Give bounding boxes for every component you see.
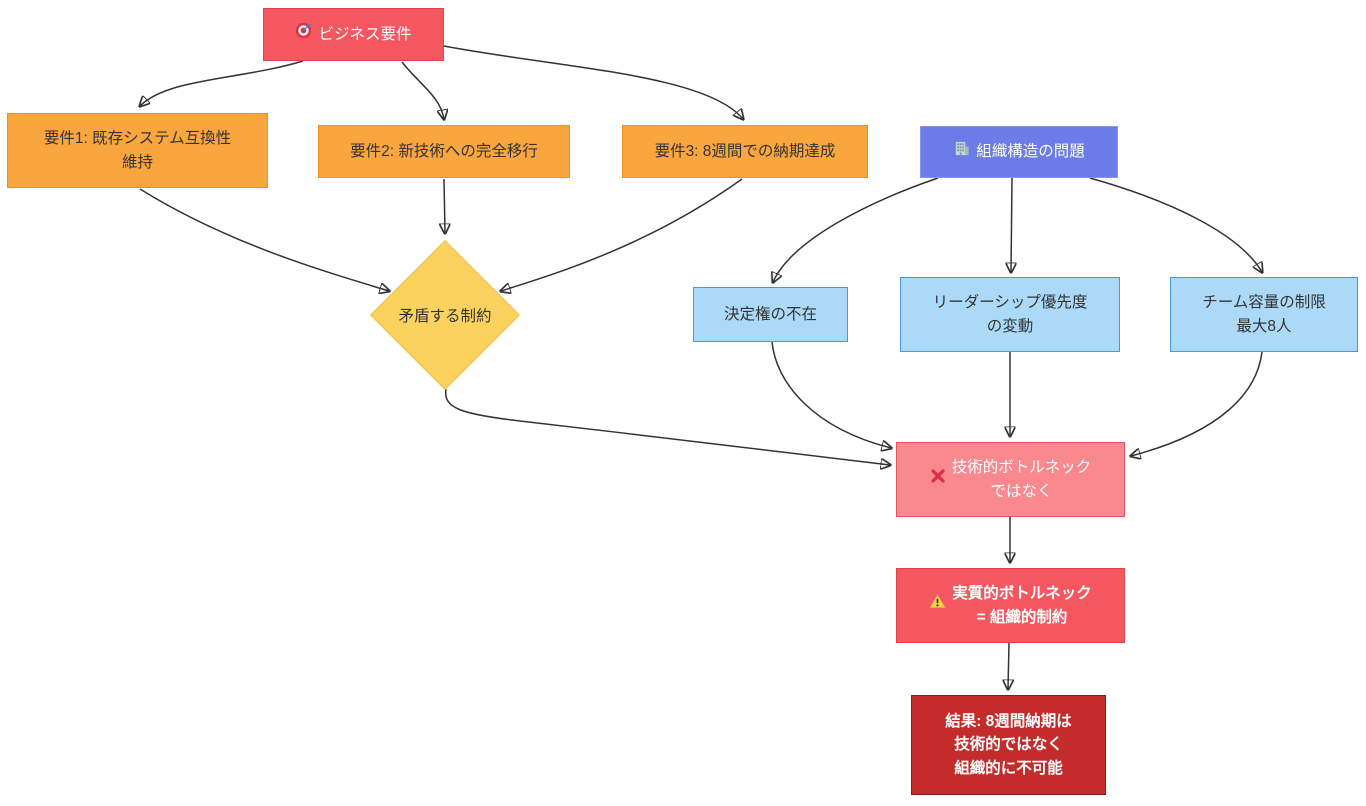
node-req3: 要件3: 8週間での納期達成 xyxy=(622,125,868,178)
edge-no-authority-to-not-technical xyxy=(771,341,891,448)
cross-mark-icon xyxy=(930,468,946,491)
edge-business-to-req3 xyxy=(443,45,743,119)
edge-real-bottleneck-to-result xyxy=(1008,642,1009,689)
edge-business-to-req1 xyxy=(140,60,304,106)
node-label: リーダーシップ優先度 の変動 xyxy=(932,294,1088,335)
node-req2: 要件2: 新技術への完全移行 xyxy=(318,125,570,178)
node-label: 結果: 8週間納期は 技術的ではなく 組織的に不可能 xyxy=(945,713,1072,777)
edge-org-to-leadership xyxy=(1011,177,1012,272)
node-not-technical-bottleneck: 技術的ボトルネック ではなく xyxy=(896,442,1125,517)
node-org-problem: 組織構造の問題 xyxy=(920,126,1118,178)
node-label: ビジネス要件 xyxy=(318,25,412,43)
node-team-capacity: チーム容量の制限 最大8人 xyxy=(1170,277,1358,352)
edge-req2-to-conflict xyxy=(444,178,445,233)
node-label: 要件1: 既存システム互換性 維持 xyxy=(43,130,232,171)
node-label: 要件3: 8週間での納期達成 xyxy=(654,142,836,160)
node-req1: 要件1: 既存システム互換性 維持 xyxy=(7,113,268,188)
edge-req3-to-conflict xyxy=(501,178,743,291)
target-icon xyxy=(295,22,312,46)
node-label: 実質的ボトルネック = 組織的制約 xyxy=(952,585,1092,626)
node-no-decision-authority: 決定権の不在 xyxy=(693,287,848,342)
edge-org-to-no-authority xyxy=(773,177,939,282)
node-label: 組織構造の問題 xyxy=(976,143,1085,161)
building-icon xyxy=(953,140,970,164)
edge-conflict-to-not-technical xyxy=(444,388,890,465)
node-conflict-decision: 矛盾する制約 xyxy=(370,240,520,390)
node-label: 決定権の不在 xyxy=(723,305,817,323)
edge-req1-to-conflict xyxy=(139,188,389,291)
node-real-bottleneck: 実質的ボトルネック = 組織的制約 xyxy=(896,568,1125,643)
edge-org-to-team-capacity xyxy=(1089,177,1262,272)
node-label: 矛盾する制約 xyxy=(398,308,492,325)
edge-business-to-req2 xyxy=(401,61,444,119)
node-leadership-priority: リーダーシップ優先度 の変動 xyxy=(900,277,1120,352)
warning-icon xyxy=(929,593,946,617)
node-label: 技術的ボトルネック ではなく xyxy=(951,459,1092,500)
node-business-requirements: ビジネス要件 xyxy=(263,8,444,61)
edge-team-capacity-to-not-technical xyxy=(1131,351,1263,456)
node-result: 結果: 8週間納期は 技術的ではなく 組織的に不可能 xyxy=(911,695,1106,795)
node-label: 要件2: 新技術への完全移行 xyxy=(350,142,538,160)
node-label: チーム容量の制限 最大8人 xyxy=(1202,294,1326,335)
